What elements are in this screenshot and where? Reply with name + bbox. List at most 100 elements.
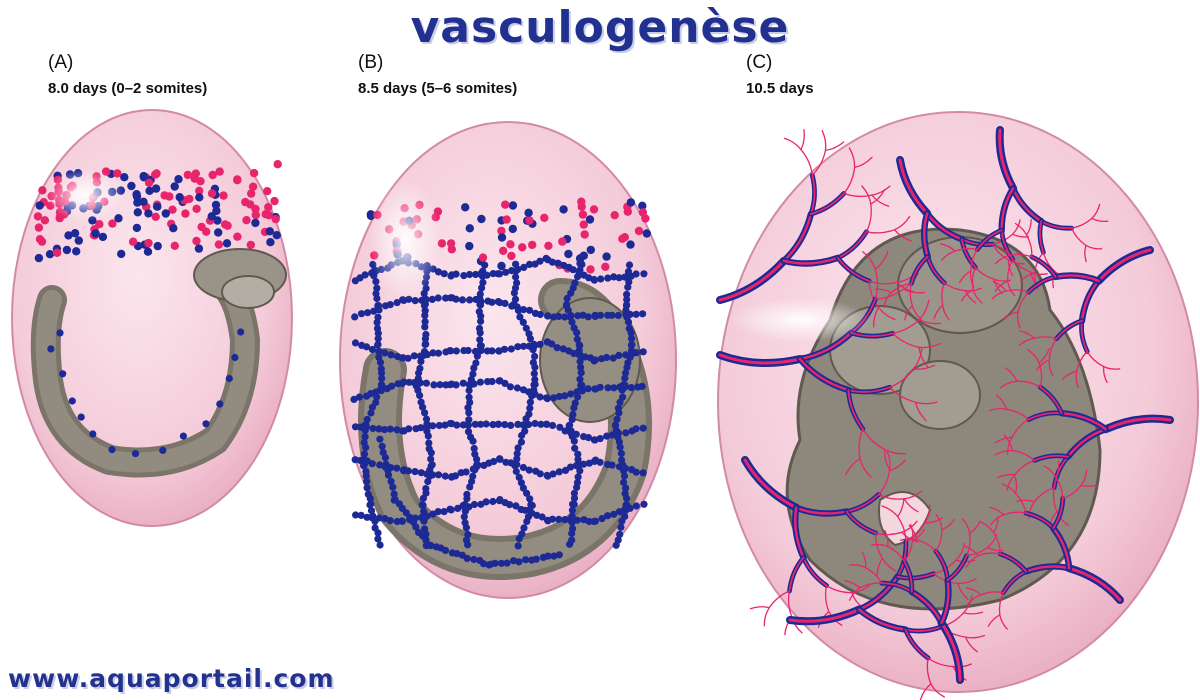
endothelial-cell bbox=[466, 483, 474, 491]
panel-b-caption: 8.5 days (5–6 somites) bbox=[358, 80, 518, 97]
endothelial-cell bbox=[430, 381, 438, 389]
endothelial-cell bbox=[570, 404, 578, 412]
blood-island-cell bbox=[33, 212, 43, 221]
capillary-segment bbox=[1014, 459, 1036, 476]
capillary-segment bbox=[955, 542, 966, 561]
capillary-segment bbox=[881, 557, 897, 572]
endothelial-cell bbox=[632, 310, 640, 318]
capillary-segment bbox=[861, 185, 872, 205]
capillary-segment bbox=[800, 148, 813, 176]
artery-segment bbox=[858, 608, 907, 631]
panel-c-caption: 10.5 days bbox=[746, 80, 814, 97]
capillary-segment bbox=[923, 504, 931, 524]
blood-island-cell bbox=[202, 227, 211, 236]
capillary-segment bbox=[998, 592, 1004, 616]
endothelial-cell bbox=[566, 540, 574, 548]
endothelial-cell bbox=[480, 560, 488, 568]
capillary-segment bbox=[843, 192, 873, 198]
capillary-segment bbox=[965, 587, 982, 596]
capillary-segment bbox=[957, 582, 969, 601]
endothelial-cell bbox=[528, 392, 536, 400]
endothelial-cell bbox=[525, 506, 534, 514]
blood-island-cell bbox=[524, 208, 533, 217]
capillary-segment bbox=[899, 538, 918, 541]
endothelial-cell bbox=[501, 299, 509, 307]
capillary-segment bbox=[987, 614, 1001, 627]
artery-segment bbox=[837, 230, 868, 259]
capillary-segment bbox=[1007, 280, 1016, 297]
endothelial-cell bbox=[564, 306, 572, 314]
endothelial-cell bbox=[531, 419, 539, 428]
blood-island-cell bbox=[108, 219, 117, 228]
endothelial-cell bbox=[372, 278, 380, 286]
endothelial-cell bbox=[473, 352, 481, 360]
endothelial-cell bbox=[532, 555, 540, 563]
capillary-segment bbox=[964, 287, 982, 292]
endothelial-cell bbox=[374, 535, 382, 543]
capillary-segment bbox=[969, 270, 975, 288]
capillary-segment bbox=[893, 229, 912, 242]
endothelial-cell bbox=[622, 484, 630, 492]
artery-segment bbox=[1000, 229, 1014, 261]
endothelial-cell bbox=[462, 468, 470, 476]
capillary-segment bbox=[1030, 271, 1048, 275]
endothelial-cell bbox=[374, 335, 382, 343]
blood-island-cell bbox=[601, 262, 610, 271]
blood-island-cell bbox=[192, 236, 201, 246]
artery-segment bbox=[798, 357, 850, 392]
endothelial-cell bbox=[369, 424, 377, 433]
capillary-segment bbox=[912, 364, 936, 370]
blood-island-cell bbox=[127, 181, 136, 191]
capillary-segment bbox=[1018, 337, 1035, 346]
artery-segment bbox=[904, 625, 943, 632]
blood-island-cell bbox=[160, 191, 169, 200]
endothelial-cell bbox=[441, 546, 450, 555]
endothelial-cell bbox=[476, 329, 484, 337]
endothelial-cell bbox=[464, 530, 472, 539]
blood-island-cell bbox=[589, 205, 599, 214]
endothelial-cell bbox=[471, 420, 479, 428]
capillary-segment bbox=[884, 529, 889, 548]
endothelial-cell bbox=[434, 268, 443, 276]
blood-island-cell bbox=[638, 208, 648, 217]
endothelial-cell bbox=[368, 403, 376, 411]
capillary-segment bbox=[862, 251, 876, 270]
endothelial-cell bbox=[464, 428, 473, 436]
blood-island-cell bbox=[168, 205, 177, 214]
endothelial-cell bbox=[463, 495, 471, 503]
capillary-segment bbox=[967, 594, 982, 605]
blood-island-cell bbox=[72, 247, 81, 256]
endothelial-cell bbox=[544, 552, 552, 560]
blood-island-cell bbox=[34, 223, 44, 232]
capillary-segment bbox=[877, 306, 896, 321]
capillary-segment bbox=[1017, 291, 1030, 313]
blood-island-cell bbox=[265, 227, 274, 236]
artery-segment bbox=[718, 259, 786, 302]
capillary-segment bbox=[1070, 217, 1093, 229]
capillary-segment bbox=[1038, 348, 1050, 364]
endothelial-cell bbox=[477, 420, 485, 428]
blood-island-cell bbox=[272, 231, 281, 240]
endothelial-cell bbox=[548, 515, 557, 523]
endothelial-cell bbox=[553, 344, 561, 352]
blood-island-cell bbox=[586, 245, 595, 255]
capillary-segment bbox=[1102, 365, 1108, 384]
endothelial-cell bbox=[625, 261, 634, 269]
endothelial-cell bbox=[569, 266, 577, 274]
endothelial-cell bbox=[435, 421, 443, 430]
blood-island-cell bbox=[38, 186, 47, 195]
blood-island-cell bbox=[623, 207, 632, 216]
blood-island-cell bbox=[207, 189, 217, 198]
endothelial-cell bbox=[495, 497, 504, 505]
blood-island-cell bbox=[181, 209, 190, 218]
artery-segment bbox=[1030, 255, 1057, 278]
capillary-segment bbox=[1011, 418, 1030, 438]
blood-island-cell bbox=[497, 261, 506, 271]
capillary-segment bbox=[999, 380, 1018, 389]
blood-island-cell bbox=[249, 168, 259, 178]
capillary-segment bbox=[905, 522, 926, 543]
blood-island-cell bbox=[626, 198, 636, 207]
endothelial-cell bbox=[421, 340, 429, 348]
endothelial-cell bbox=[590, 357, 598, 365]
capillary-segment bbox=[874, 251, 889, 270]
